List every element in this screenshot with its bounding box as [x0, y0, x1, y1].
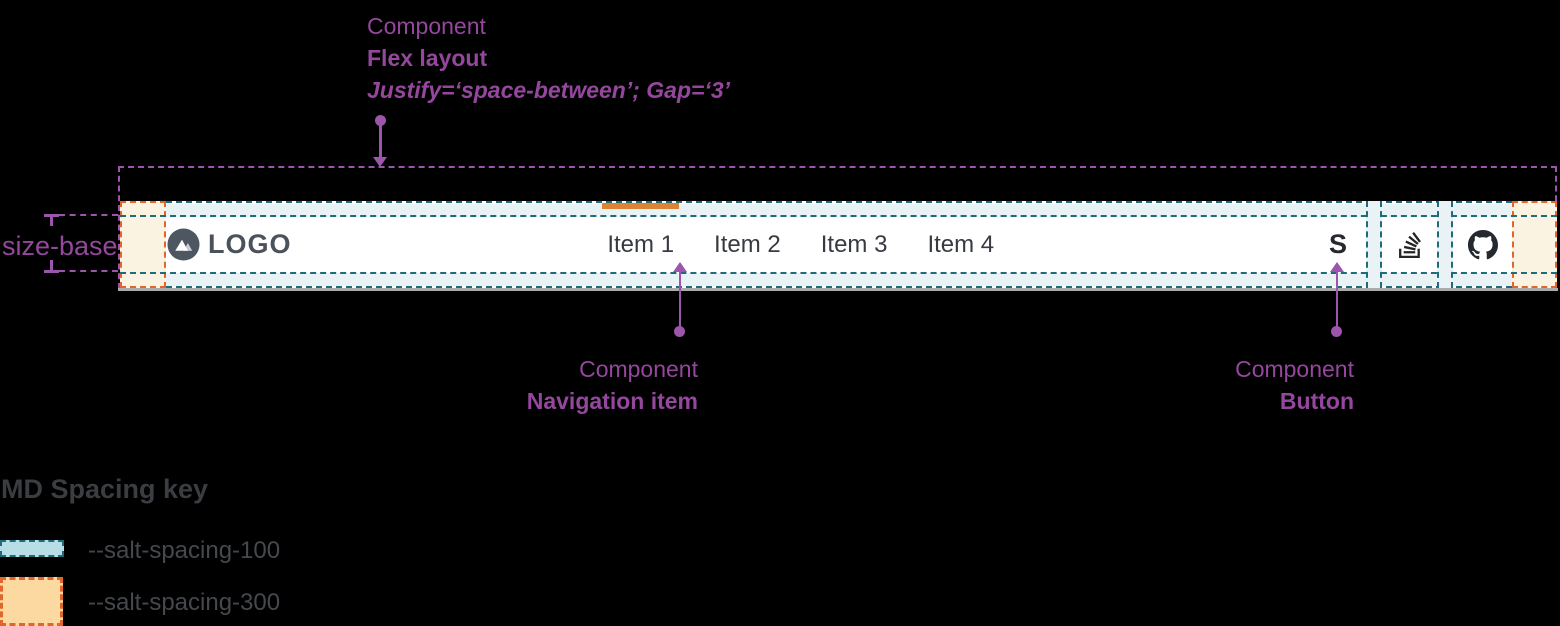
size-base-tick-top-stem	[50, 216, 53, 226]
navbar-content-row: LOGO Item 1 Item 2 Item 3 Item 4 S	[166, 201, 1512, 288]
flex-annotation-dot	[375, 115, 386, 126]
spacing-100-swatch	[0, 540, 64, 557]
annotation-component-name: Flex layout	[367, 45, 488, 71]
github-icon	[1467, 229, 1498, 260]
size-base-tick-bottom-stem	[50, 260, 53, 270]
annotation-eyebrow: Component	[1235, 356, 1354, 382]
button-annotation-line	[1335, 271, 1338, 327]
github-button[interactable]	[1453, 217, 1512, 273]
size-base-line-bottom	[59, 270, 118, 272]
flex-annotation-arrowhead	[373, 157, 387, 167]
nav-item-3[interactable]: Item 3	[821, 217, 888, 273]
spacing-300-swatch	[0, 577, 63, 626]
annotation-component-name: Navigation item	[526, 388, 698, 414]
navitem-annotation-line	[678, 271, 681, 327]
spacing-guide-line-bottom	[120, 272, 1557, 274]
logo[interactable]: LOGO	[166, 217, 292, 273]
logo-label: LOGO	[208, 229, 292, 259]
mountain-icon	[167, 228, 200, 261]
flex-layout-annotation: Component Flex layout Justify=‘space-bet…	[367, 10, 730, 106]
size-base-tick-top	[44, 214, 59, 217]
navitem-annotation-arrowhead	[673, 262, 687, 272]
flex-annotation-line	[379, 124, 382, 159]
button-annotation-arrowhead	[1330, 262, 1344, 272]
navigation-item-annotation: Component Navigation item	[450, 353, 698, 417]
nav-item-2[interactable]: Item 2	[714, 217, 781, 273]
spacing-100-gap	[1437, 201, 1453, 288]
navitem-annotation-dot	[674, 326, 685, 337]
navigation-items: Item 1 Item 2 Item 3 Item 4	[602, 203, 994, 273]
annotation-component-name: Button	[1279, 388, 1354, 414]
active-indicator-bar	[602, 203, 680, 209]
stackoverflow-icon	[1397, 231, 1423, 258]
spacing-100-strip-top	[166, 203, 1512, 217]
legend-label-spacing-100: --salt-spacing-100	[88, 537, 281, 564]
button-annotation: Component Button	[1110, 353, 1354, 417]
spacing-100-strip-bottom	[166, 272, 1512, 286]
nav-item-4[interactable]: Item 4	[927, 217, 994, 273]
nav-item-label: Item 4	[927, 230, 995, 258]
nav-item-label: Item 2	[714, 230, 781, 258]
size-base-label: size-base	[2, 231, 118, 261]
nav-item-label: Item 1	[607, 230, 675, 258]
annotation-eyebrow: Component	[579, 356, 698, 382]
navigation-bar: LOGO Item 1 Item 2 Item 3 Item 4 S	[120, 201, 1557, 288]
size-base-line-top	[59, 214, 118, 216]
size-base-tick-bottom	[44, 270, 59, 273]
salt-button[interactable]: S	[1310, 217, 1366, 273]
annotation-props: Justify=‘space-between’; Gap=‘3’	[367, 77, 731, 103]
spacing-100-gap	[1366, 201, 1382, 288]
nav-item-label: Item 3	[820, 230, 888, 258]
button-annotation-dot	[1331, 326, 1342, 337]
nav-item-1[interactable]: Item 1	[602, 203, 680, 273]
annotation-eyebrow: Component	[367, 13, 486, 39]
baseline-rule	[118, 288, 1558, 291]
stackoverflow-button[interactable]	[1382, 217, 1437, 273]
spacing-guide-line-top	[120, 214, 1557, 217]
legend-label-spacing-300: --salt-spacing-300	[88, 589, 281, 616]
legend-title: MD Spacing key	[1, 474, 209, 504]
navbar-button-group: S	[1310, 201, 1512, 288]
